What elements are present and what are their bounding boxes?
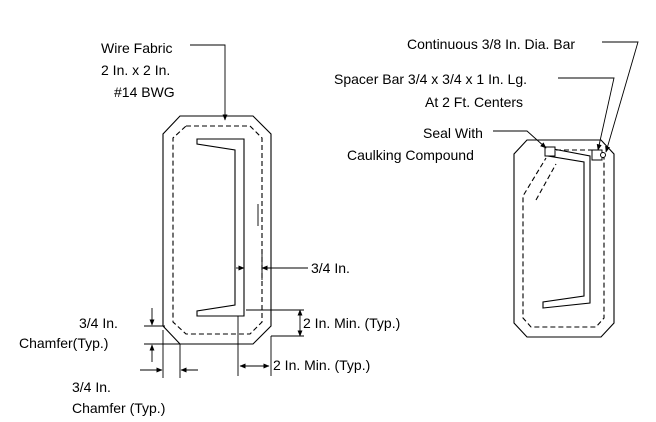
continuous-bar-callout: Continuous 3/8 In. Dia. Bar [407, 36, 639, 153]
dimension-two-in-min-vertical: 2 In. Min. (Typ.) [246, 309, 400, 337]
two-in-min-bottom-label: 2 In. Min. (Typ.) [273, 357, 370, 373]
wire-fabric-label-line3: #14 BWG [114, 84, 175, 100]
spacer-bar-callout: Spacer Bar 3/4 x 3/4 x 1 In. Lg. At 2 Ft… [334, 71, 615, 151]
dimension-three-quarter-in: 3/4 In. [236, 252, 350, 280]
right-encasement-outline [513, 139, 615, 338]
left-encasement-outline [162, 115, 272, 345]
dimension-chamfer-left: 3/4 In. Chamfer(Typ.) [19, 308, 180, 362]
spacer-bar-label-line2: At 2 Ft. Centers [425, 94, 523, 110]
right-section-detail [513, 139, 615, 338]
seal-callout: Seal With Caulking Compound [347, 125, 547, 163]
right-steel-channel [542, 147, 591, 309]
chamfer-left-label-line2: Chamfer(Typ.) [19, 335, 108, 351]
seal-block [544, 146, 556, 157]
continuous-bar [600, 152, 606, 158]
left-wire-fabric [172, 125, 263, 335]
wire-fabric-label-line2: 2 In. x 2 In. [101, 62, 170, 78]
two-in-min-vertical-label: 2 In. Min. (Typ.) [303, 315, 400, 331]
chamfer-bottom-label-line1: 3/4 In. [72, 379, 111, 395]
dimension-two-in-min-bottom: 2 In. Min. (Typ.) [237, 316, 370, 376]
seal-label-line2: Caulking Compound [347, 147, 474, 163]
three-quarter-in-label: 3/4 In. [311, 260, 350, 276]
seal-label-line1: Seal With [423, 125, 483, 141]
left-section-detail [162, 115, 272, 345]
chamfer-left-label-line1: 3/4 In. [79, 315, 118, 331]
dimension-chamfer-bottom: 3/4 In. Chamfer (Typ.) [72, 330, 198, 416]
continuous-bar-label: Continuous 3/8 In. Dia. Bar [407, 36, 575, 52]
wire-fabric-callout: Wire Fabric 2 In. x 2 In. #14 BWG [101, 40, 228, 121]
right-wire-fabric [522, 149, 605, 328]
spacer-bar-label-line1: Spacer Bar 3/4 x 3/4 x 1 In. Lg. [334, 71, 527, 87]
chamfer-bottom-label-line2: Chamfer (Typ.) [72, 400, 165, 416]
wire-fabric-label-line1: Wire Fabric [101, 40, 173, 56]
left-steel-channel [196, 138, 245, 317]
